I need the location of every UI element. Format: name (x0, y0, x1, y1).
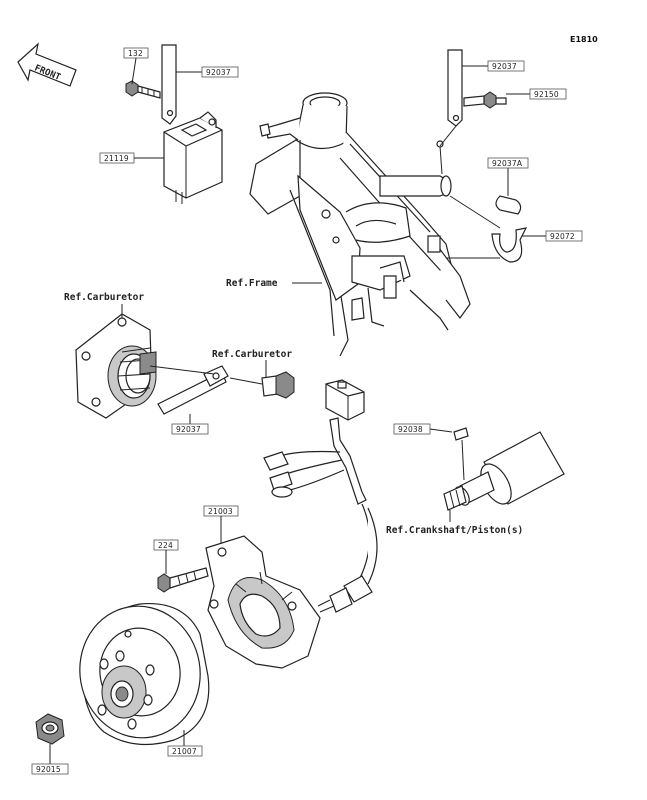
ref-carburetor-right: Ref.Carburetor (212, 349, 292, 378)
callout-92037-top-left: 92037 (176, 66, 239, 78)
screw-224 (157, 567, 209, 593)
callout-92072: 92072 (522, 230, 583, 242)
ref-carburetor-right-label: Ref.Carburetor (212, 349, 292, 360)
frame (249, 92, 501, 357)
callout-21119: 21119 (99, 152, 164, 164)
callout-132: 132 (123, 47, 149, 85)
callout-92037-mid: 92037 (171, 414, 209, 435)
stator (205, 535, 321, 669)
callout-21119-label: 21119 (104, 154, 129, 163)
ref-crankshaft: Ref.Crankshaft/Piston(s) (386, 510, 523, 536)
callout-92038: 92038 (393, 423, 453, 435)
callout-132-label: 132 (128, 49, 143, 58)
callout-92150-label: 92150 (534, 90, 559, 99)
callout-92037-top-left-label: 92037 (206, 68, 231, 77)
nut-92015 (35, 713, 65, 745)
carburetor-holder (75, 313, 157, 419)
callout-21007: 21007 (167, 730, 203, 757)
clamp-92072 (491, 227, 528, 263)
callout-92037-top-right-label: 92037 (492, 62, 517, 71)
callout-92038-label: 92038 (398, 425, 423, 434)
callout-92015: 92015 (31, 744, 69, 775)
callout-92150: 92150 (506, 88, 567, 100)
ref-frame-label: Ref.Frame (226, 278, 278, 289)
relay-assembly (125, 44, 223, 204)
ref-crankshaft-label: Ref.Crankshaft/Piston(s) (386, 525, 523, 536)
callout-92037a: 92037A (487, 157, 529, 196)
callout-224: 224 (153, 539, 179, 574)
ref-carburetor-left: Ref.Carburetor (64, 292, 144, 318)
bracket-92037-mid (149, 365, 229, 415)
ref-frame: Ref.Frame (226, 278, 322, 289)
callout-92037-top-right: 92037 (462, 60, 525, 72)
clip-92037a (495, 195, 522, 215)
callout-92037a-label: 92037A (492, 159, 523, 168)
bolt-92150 (463, 91, 507, 109)
callout-92015-label: 92015 (36, 765, 61, 774)
callout-224-label: 224 (158, 541, 173, 550)
wiring-harness (263, 379, 378, 613)
frame-bracket-92037 (439, 49, 463, 147)
callout-21007-label: 21007 (172, 747, 197, 756)
ref-carburetor-left-label: Ref.Carburetor (64, 292, 144, 303)
crankshaft (443, 427, 565, 511)
callout-21003: 21003 (203, 505, 239, 544)
front-arrow-icon: FRONT (17, 42, 77, 87)
callout-92037-mid-label: 92037 (176, 425, 201, 434)
bolt-carburetor (229, 371, 295, 399)
callout-21003-label: 21003 (208, 507, 233, 516)
flywheel (79, 602, 210, 746)
diagram-code: E1810 (570, 35, 598, 44)
callout-92072-label: 92072 (550, 232, 575, 241)
